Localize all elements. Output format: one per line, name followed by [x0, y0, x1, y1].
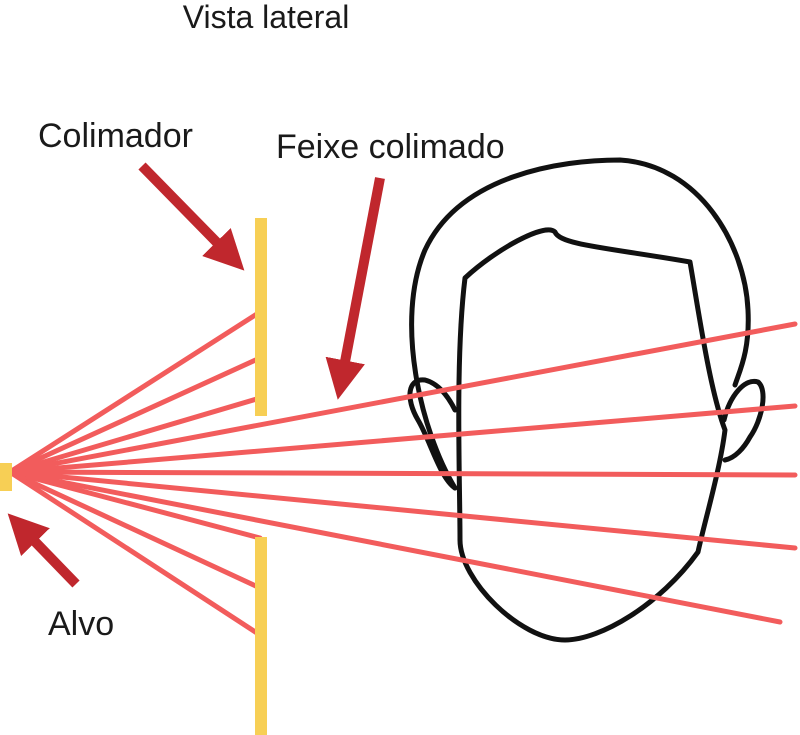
diagram-title: Vista lateral — [183, 0, 350, 35]
beam-ray — [7, 469, 263, 638]
beam-ray — [7, 469, 263, 541]
beam-ray — [7, 469, 798, 478]
label-target: Alvo — [48, 605, 114, 643]
beam-ray — [7, 355, 263, 475]
collimator-lower-plate — [255, 537, 267, 735]
beam-ray — [7, 321, 798, 475]
pointer-arrow-icon — [7, 513, 80, 588]
beam-ray — [7, 469, 783, 625]
xray-beams — [7, 309, 798, 638]
beam-ray — [7, 469, 263, 591]
beam-ray — [7, 403, 798, 475]
beam-ray — [7, 395, 263, 475]
target-source-icon — [0, 463, 12, 491]
label-collimator: Colimador — [38, 117, 193, 155]
beam-ray — [7, 309, 263, 475]
right-ear — [721, 378, 766, 463]
head-profile-icon — [407, 157, 766, 643]
label-collimated-beam: Feixe colimado — [276, 128, 505, 166]
beam-ray — [7, 469, 798, 551]
pointer-arrow-icon — [325, 177, 385, 400]
pointer-arrow-icon — [138, 162, 245, 271]
hair-outline — [409, 157, 751, 491]
face-outline — [456, 227, 728, 643]
collimator-upper-plate — [255, 218, 267, 416]
